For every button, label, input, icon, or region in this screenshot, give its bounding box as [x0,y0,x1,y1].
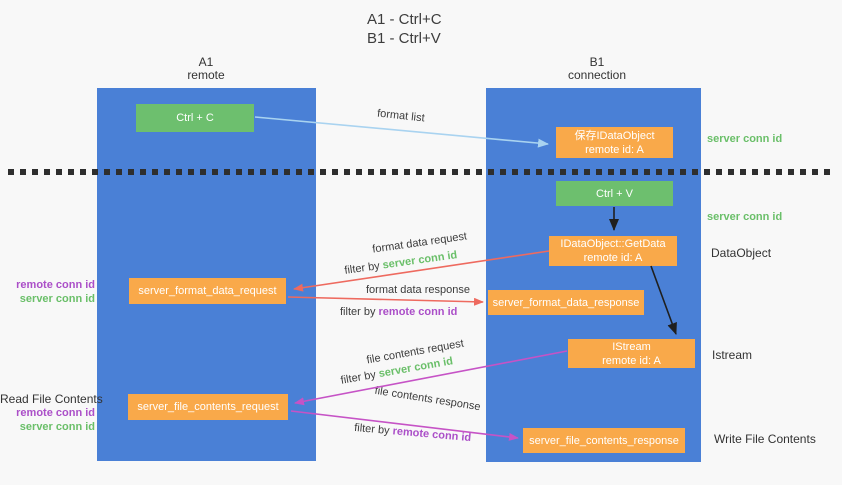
file-request-node: server_file_contents_request [128,394,288,420]
remote-conn-id-left-2: remote conn id [16,407,95,419]
ctrl-v-node: Ctrl + V [556,181,673,206]
istream-side-label: Istream [712,348,753,362]
server-conn-id-right-mid: server conn id [707,211,783,223]
format-response-node: server_format_data_response [488,290,644,315]
format-response-label: server_format_data_response [492,296,640,309]
filter-by-server-conn-id-label-1: filter by server conn id [344,249,458,277]
remote-conn-id-text: remote conn id [392,425,472,445]
lane-a1-name: A1 [198,55,214,69]
ctrl-c-node: Ctrl + C [136,104,254,132]
remote-conn-id-left-1: remote conn id [16,279,95,291]
getdata-line2: remote id: A [583,252,643,264]
remote-conn-id-text: remote conn id [378,306,458,318]
file-request-label: server_file_contents_request [137,401,279,413]
diagram-title: A1 - Ctrl+C B1 - Ctrl+V [367,10,442,48]
getdata-node: IDataObject::GetData remote id: A [549,236,677,266]
istream-line2: remote id: A [602,354,661,367]
server-conn-id-right-top: server conn id [707,133,783,145]
format-request-label: server_format_data_request [138,285,277,297]
ctrl-c-label: Ctrl + C [176,112,214,124]
getdata-line1: IDataObject::GetData [560,238,666,250]
istream-node: IStream remote id: A [568,339,695,368]
title-line-2: B1 - Ctrl+V [367,30,441,47]
format-data-response-arrow [287,296,484,306]
save-idataobject-line2: remote id: A [585,143,644,156]
save-idataobject-node: 保存IDataObject remote id: A [556,127,673,158]
filter-prefix: filter by [343,259,384,277]
dataobject-label: DataObject [711,246,772,260]
title-line-1: A1 - Ctrl+C [367,11,442,28]
lane-b1-subtitle: connection [567,68,627,82]
file-response-node: server_file_contents_response [523,428,685,453]
server-conn-id-left-2: server conn id [19,421,95,433]
file-response-label: server_file_contents_response [529,434,679,447]
filter-by-remote-conn-id-label-2: filter by remote conn id [354,422,472,444]
lane-b1-name: B1 [589,55,605,69]
lane-a1-header: A1 remote [146,56,266,82]
format-request-node: server_format_data_request [129,278,286,304]
filter-prefix: filter by [353,421,394,438]
save-idataobject-line1: 保存IDataObject [574,129,655,142]
filter-prefix: filter by [340,306,379,318]
filter-prefix: filter by [339,368,380,387]
ctrl-v-label: Ctrl + V [596,187,633,200]
lane-a1-subtitle: remote [187,68,225,82]
server-conn-id-left-1: server conn id [19,293,95,305]
write-file-contents-label: Write File Contents [714,432,816,446]
file-contents-response-label: file contents response [373,384,482,414]
format-data-response-label: format data response [366,284,470,296]
lane-b1-header: B1 connection [537,56,657,82]
section-divider [8,169,836,175]
format-list-label: format list [376,107,426,125]
read-file-contents-label: Read File Contents [0,392,103,406]
istream-line1: IStream [612,340,651,353]
filter-by-remote-conn-id-label-1: filter by remote conn id [340,306,457,318]
